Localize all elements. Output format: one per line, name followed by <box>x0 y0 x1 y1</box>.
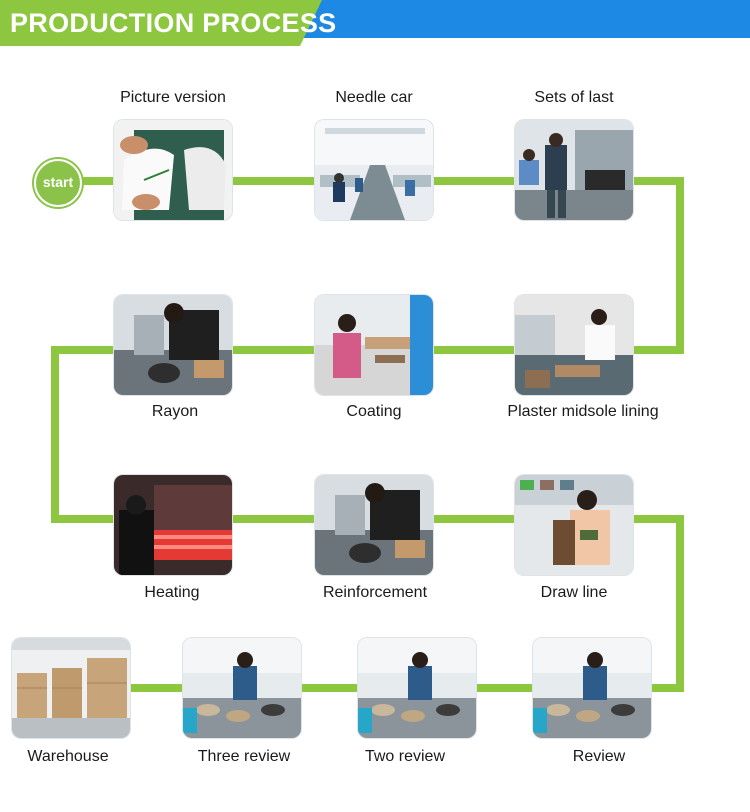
step-photo-warehouse-boxes <box>12 638 130 738</box>
step-label: Plaster midsole lining <box>507 403 659 420</box>
banner-green-tab <box>0 0 322 46</box>
banner-graphic <box>0 0 750 46</box>
step-photo-cutting-pattern <box>114 120 232 220</box>
step-photo-machine-operator <box>114 295 232 395</box>
step-label: Draw line <box>540 584 608 601</box>
start-label: start <box>42 174 74 190</box>
step-photo-heating-oven <box>114 475 232 575</box>
step-photo-machine-operator <box>315 475 433 575</box>
step-photo-sewing-line <box>315 120 433 220</box>
step-photo-inspection-line <box>358 638 476 738</box>
step-label: Two review <box>364 748 446 765</box>
step-photo-inspection-line <box>183 638 301 738</box>
step-label: Review <box>572 748 626 765</box>
start-node: start <box>34 159 82 207</box>
page-title: PRODUCTION PROCESS <box>10 8 337 38</box>
step-photo-worker-seated <box>315 295 433 395</box>
step-photo-workbench <box>515 295 633 395</box>
step-label: Picture version <box>120 89 226 106</box>
step-photo-worker-standing <box>515 120 633 220</box>
step-label: Rayon <box>151 403 199 420</box>
step-label: Sets of last <box>534 89 614 106</box>
step-label: Needle car <box>335 89 413 106</box>
step-photo-inspection-line <box>533 638 651 738</box>
header-banner: PRODUCTION PROCESS <box>0 0 750 48</box>
process-connector-line <box>51 177 684 692</box>
step-label: Reinforcement <box>322 584 428 601</box>
step-label: Three review <box>197 748 291 765</box>
step-label: Warehouse <box>27 748 109 765</box>
step-photo-hand-finishing <box>515 475 633 575</box>
step-label: Coating <box>346 403 402 420</box>
step-label: Heating <box>144 584 200 601</box>
